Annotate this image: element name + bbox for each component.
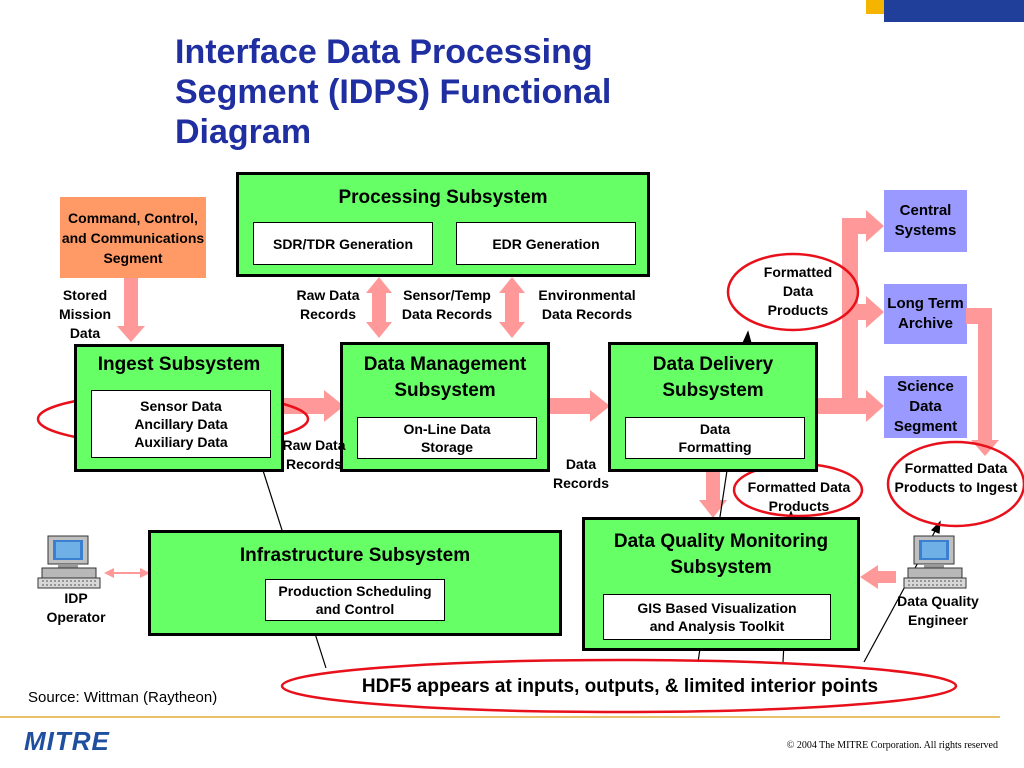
arrow-ingest-to-datamgmt	[284, 390, 344, 422]
gis-visualization-toolkit: GIS Based Visualization and Analysis Too…	[603, 594, 831, 640]
arrow-delivery-to-external	[818, 210, 884, 422]
data-quality-monitoring-subsystem: Data Quality Monitoring Subsystem GIS Ba…	[582, 517, 860, 651]
arrow-cc-to-ingest	[117, 278, 145, 342]
arrow-archive-return	[966, 308, 999, 456]
footer-divider	[0, 716, 1000, 718]
arrow-delivery-to-dqm	[699, 472, 727, 518]
source-caption: Source: Wittman (Raytheon)	[28, 689, 218, 706]
infrastructure-subsystem: Infrastructure Subsystem Production Sche…	[148, 530, 562, 636]
arrow-operator-infrastructure	[104, 568, 150, 578]
mitre-logo: MITRE	[24, 726, 110, 756]
data-delivery-subsystem: Data Delivery Subsystem Data Formatting	[608, 342, 818, 472]
processing-subsystem: Processing Subsystem SDR/TDR Generation …	[236, 172, 650, 277]
sensor-temp-records: Sensor/Temp Data Records	[401, 287, 493, 322]
formatted-data-products-top: Formatted Data Products	[763, 264, 833, 318]
science-data-segment-box: Science Data Segment	[884, 376, 967, 438]
arrow-processing-datamgmt-left	[366, 277, 392, 338]
data-management-subsystem: Data Management Subsystem On-Line Data S…	[340, 342, 550, 472]
stored-mission-label: Stored Mission Data	[58, 287, 112, 341]
cc-segment-box: Command, Control, and Communications Seg…	[60, 197, 206, 278]
arrow-engineer-to-dqm	[860, 565, 896, 589]
sdr-tdr-generation: SDR/TDR Generation	[253, 222, 433, 265]
long-term-archive-box: Long Term Archive	[884, 284, 967, 344]
raw-data-records-bottom: Raw Data Records	[282, 437, 346, 472]
online-data-storage: On-Line Data Storage	[357, 417, 537, 459]
formatted-data-products-mid: Formatted Data Products	[747, 479, 851, 514]
sensor-ancillary-auxiliary-data: Sensor Data Ancillary Data Auxiliary Dat…	[91, 390, 271, 458]
environmental-records: Environmental Data Records	[538, 287, 636, 322]
copyright-text: © 2004 The MITRE Corporation. All rights…	[786, 740, 998, 751]
edr-generation: EDR Generation	[456, 222, 636, 265]
central-systems-box: Central Systems	[884, 190, 967, 252]
computer-icon	[903, 535, 967, 589]
data-management-title: Data Management Subsystem	[363, 354, 527, 401]
arrow-datamgmt-to-delivery	[550, 390, 610, 422]
page-title: Interface Data Processing Segment (IDPS)…	[175, 33, 612, 151]
computer-icon	[37, 535, 101, 589]
ingest-subsystem-title: Ingest Subsystem	[97, 354, 261, 375]
data-quality-engineer-label: Data Quality Engineer	[897, 593, 979, 628]
formatted-data-products-to-ingest: Formatted Data Products to Ingest	[894, 460, 1018, 495]
data-records-label: Data Records	[552, 456, 610, 491]
corner-accent-blue	[884, 0, 1024, 22]
hdf5-note: HDF5 appears at inputs, outputs, & limit…	[361, 676, 879, 697]
ingest-subsystem: Ingest Subsystem Sensor Data Ancillary D…	[74, 344, 284, 472]
raw-data-records-top: Raw Data Records	[296, 287, 360, 322]
arrow-processing-datamgmt-right	[499, 277, 525, 338]
corner-accent-gold	[866, 0, 884, 14]
dqm-title: Data Quality Monitoring Subsystem	[613, 531, 829, 578]
infrastructure-title: Infrastructure Subsystem	[239, 545, 471, 566]
data-formatting: Data Formatting	[625, 417, 805, 459]
production-scheduling-control: Production Scheduling and Control	[265, 579, 445, 621]
data-delivery-title: Data Delivery Subsystem	[652, 354, 774, 401]
processing-subsystem-title: Processing Subsystem	[338, 187, 548, 208]
idp-operator-label: IDP Operator	[46, 590, 106, 625]
archive-connector	[966, 308, 990, 324]
